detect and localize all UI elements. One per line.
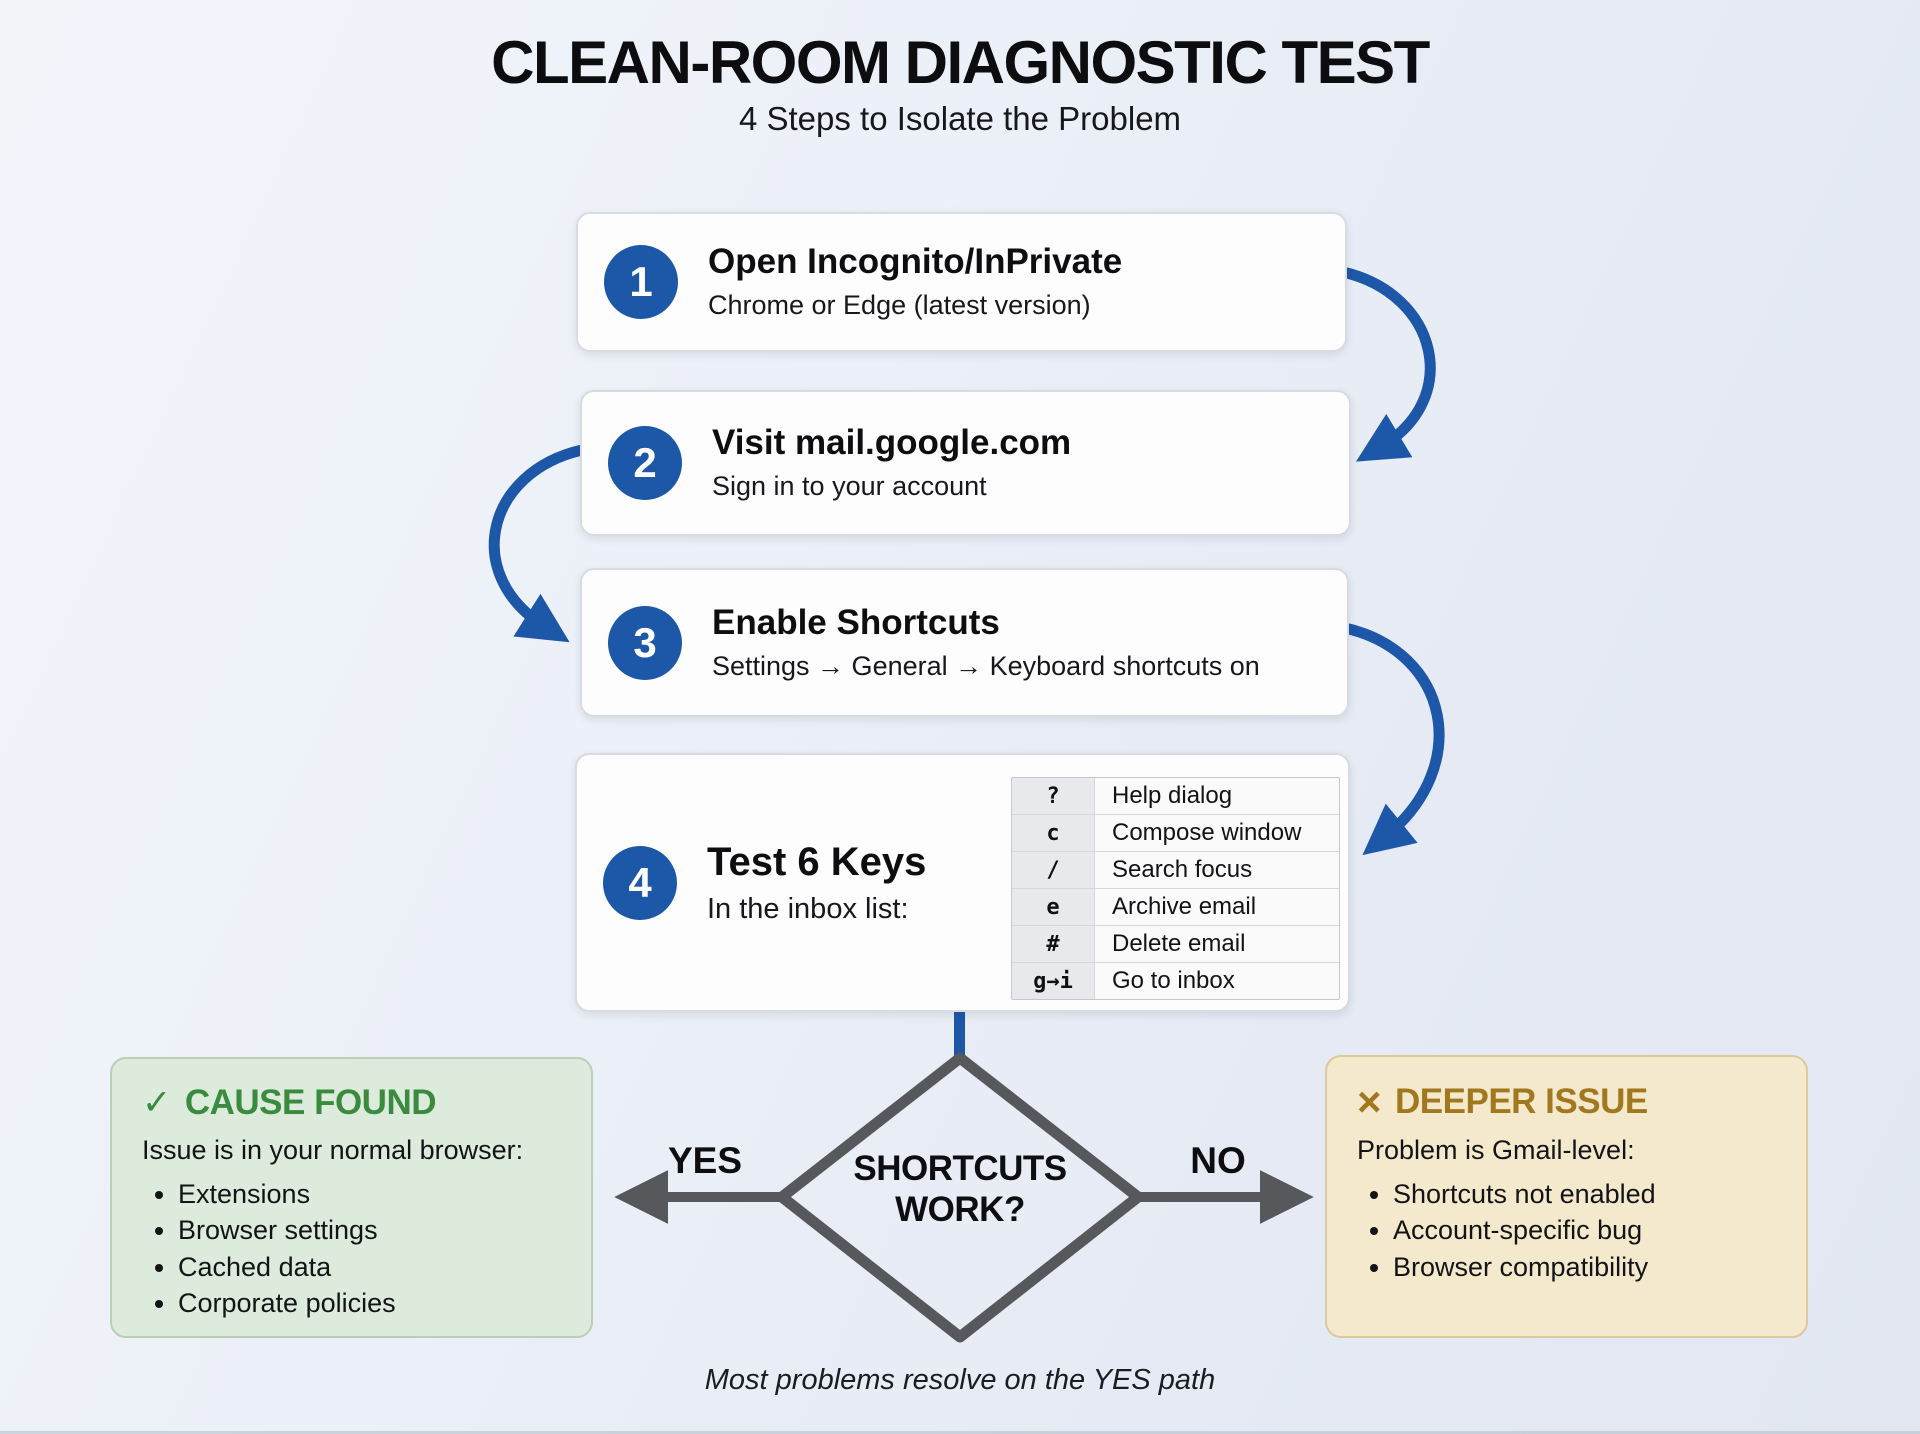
footer-note: Most problems resolve on the YES path: [704, 1364, 1216, 1396]
list-item: Account-specific bug: [1393, 1212, 1776, 1248]
shortcut-key: /: [1012, 852, 1095, 888]
shortcut-key: e: [1012, 889, 1095, 925]
arrow-step1-step2: [1337, 266, 1436, 462]
deeper-issue-subtitle: Problem is Gmail-level:: [1357, 1135, 1635, 1165]
shortcut-key: g→i: [1012, 963, 1095, 999]
cause-found-list: Extensions Browser settings Cached data …: [150, 1176, 561, 1322]
step-number: 1: [629, 258, 653, 305]
step-2-number-badge: 2: [608, 426, 682, 500]
shortcut-action: Delete email: [1112, 930, 1246, 957]
step-3-title: Enable Shortcuts: [712, 602, 1000, 642]
step-1-subtitle: Chrome or Edge (latest version): [708, 290, 1091, 321]
step-4-number-badge: 4: [603, 845, 677, 920]
shortcut-row: e Archive email: [1012, 889, 1339, 926]
step-number: 3: [633, 618, 657, 666]
shortcut-action: Go to inbox: [1112, 967, 1235, 994]
cause-found-title: ✓ CAUSE FOUND: [142, 1083, 561, 1123]
list-item: Browser settings: [178, 1212, 561, 1248]
step-card-2: 2 Visit mail.google.com Sign in to your …: [580, 390, 1351, 536]
step-card-3: 3 Enable Shortcuts Settings → General → …: [580, 568, 1349, 717]
shortcut-row: g→i Go to inbox: [1012, 963, 1339, 999]
shortcut-action: Compose window: [1112, 819, 1302, 846]
cause-found-box: ✓ CAUSE FOUND Issue is in your normal br…: [110, 1057, 593, 1338]
shortcut-action: Help dialog: [1112, 782, 1233, 809]
deeper-issue-title: × DEEPER ISSUE: [1357, 1081, 1776, 1123]
arrow-step3-step4: [1339, 622, 1445, 856]
step-4-subtitle: In the inbox list:: [707, 892, 909, 925]
list-item: Extensions: [178, 1176, 561, 1212]
shortcut-key: c: [1012, 815, 1095, 851]
step-card-1: 1 Open Incognito/InPrivate Chrome or Edg…: [576, 212, 1347, 352]
shortcut-row: c Compose window: [1012, 815, 1339, 852]
shortcut-row: ? Help dialog: [1012, 778, 1339, 815]
deeper-issue-list: Shortcuts not enabled Account-specific b…: [1365, 1176, 1776, 1285]
deeper-issue-box: × DEEPER ISSUE Problem is Gmail-level: S…: [1325, 1055, 1808, 1338]
step-3-subtitle: Settings → General → Keyboard shortcuts …: [712, 650, 1260, 681]
arrow-step2-step3: [488, 444, 588, 643]
shortcut-action: Archive email: [1112, 893, 1257, 920]
shortcut-action: Search focus: [1112, 856, 1253, 883]
list-item: Corporate policies: [178, 1285, 561, 1321]
x-icon: ×: [1357, 1078, 1382, 1125]
step-card-4: 4 Test 6 Keys In the inbox list: ? Help …: [575, 753, 1350, 1012]
shortcut-key: ?: [1012, 778, 1095, 814]
shortcut-key: #: [1012, 926, 1095, 962]
step-number: 2: [633, 439, 657, 486]
cause-found-title-text: CAUSE FOUND: [184, 1083, 437, 1122]
step-1-title: Open Incognito/InPrivate: [708, 242, 1123, 282]
cause-found-subtitle: Issue is in your normal browser:: [142, 1135, 524, 1165]
yes-label: YES: [667, 1140, 743, 1181]
deeper-issue-title-text: DEEPER ISSUE: [1395, 1082, 1648, 1121]
step-number: 4: [628, 858, 652, 906]
step-3-number-badge: 3: [608, 605, 682, 680]
no-label: NO: [1190, 1140, 1246, 1181]
shortcut-row: / Search focus: [1012, 852, 1339, 889]
page-subtitle: 4 Steps to Isolate the Problem: [738, 100, 1182, 137]
shortcut-row: # Delete email: [1012, 926, 1339, 963]
check-icon: ✓: [142, 1083, 171, 1122]
step-2-title: Visit mail.google.com: [712, 423, 1072, 463]
step-1-number-badge: 1: [604, 245, 678, 319]
decision-question: SHORTCUTS WORK?: [853, 1149, 1067, 1230]
page-title: CLEAN-ROOM DIAGNOSTIC TEST: [491, 29, 1430, 96]
step-2-subtitle: Sign in to your account: [712, 471, 987, 502]
list-item: Cached data: [178, 1249, 561, 1285]
step-4-title: Test 6 Keys: [707, 839, 927, 884]
bottom-edge-divider: [0, 1431, 1920, 1434]
shortcut-table: ? Help dialog c Compose window / Search …: [1011, 777, 1340, 1000]
list-item: Shortcuts not enabled: [1393, 1176, 1776, 1212]
list-item: Browser compatibility: [1393, 1249, 1776, 1285]
